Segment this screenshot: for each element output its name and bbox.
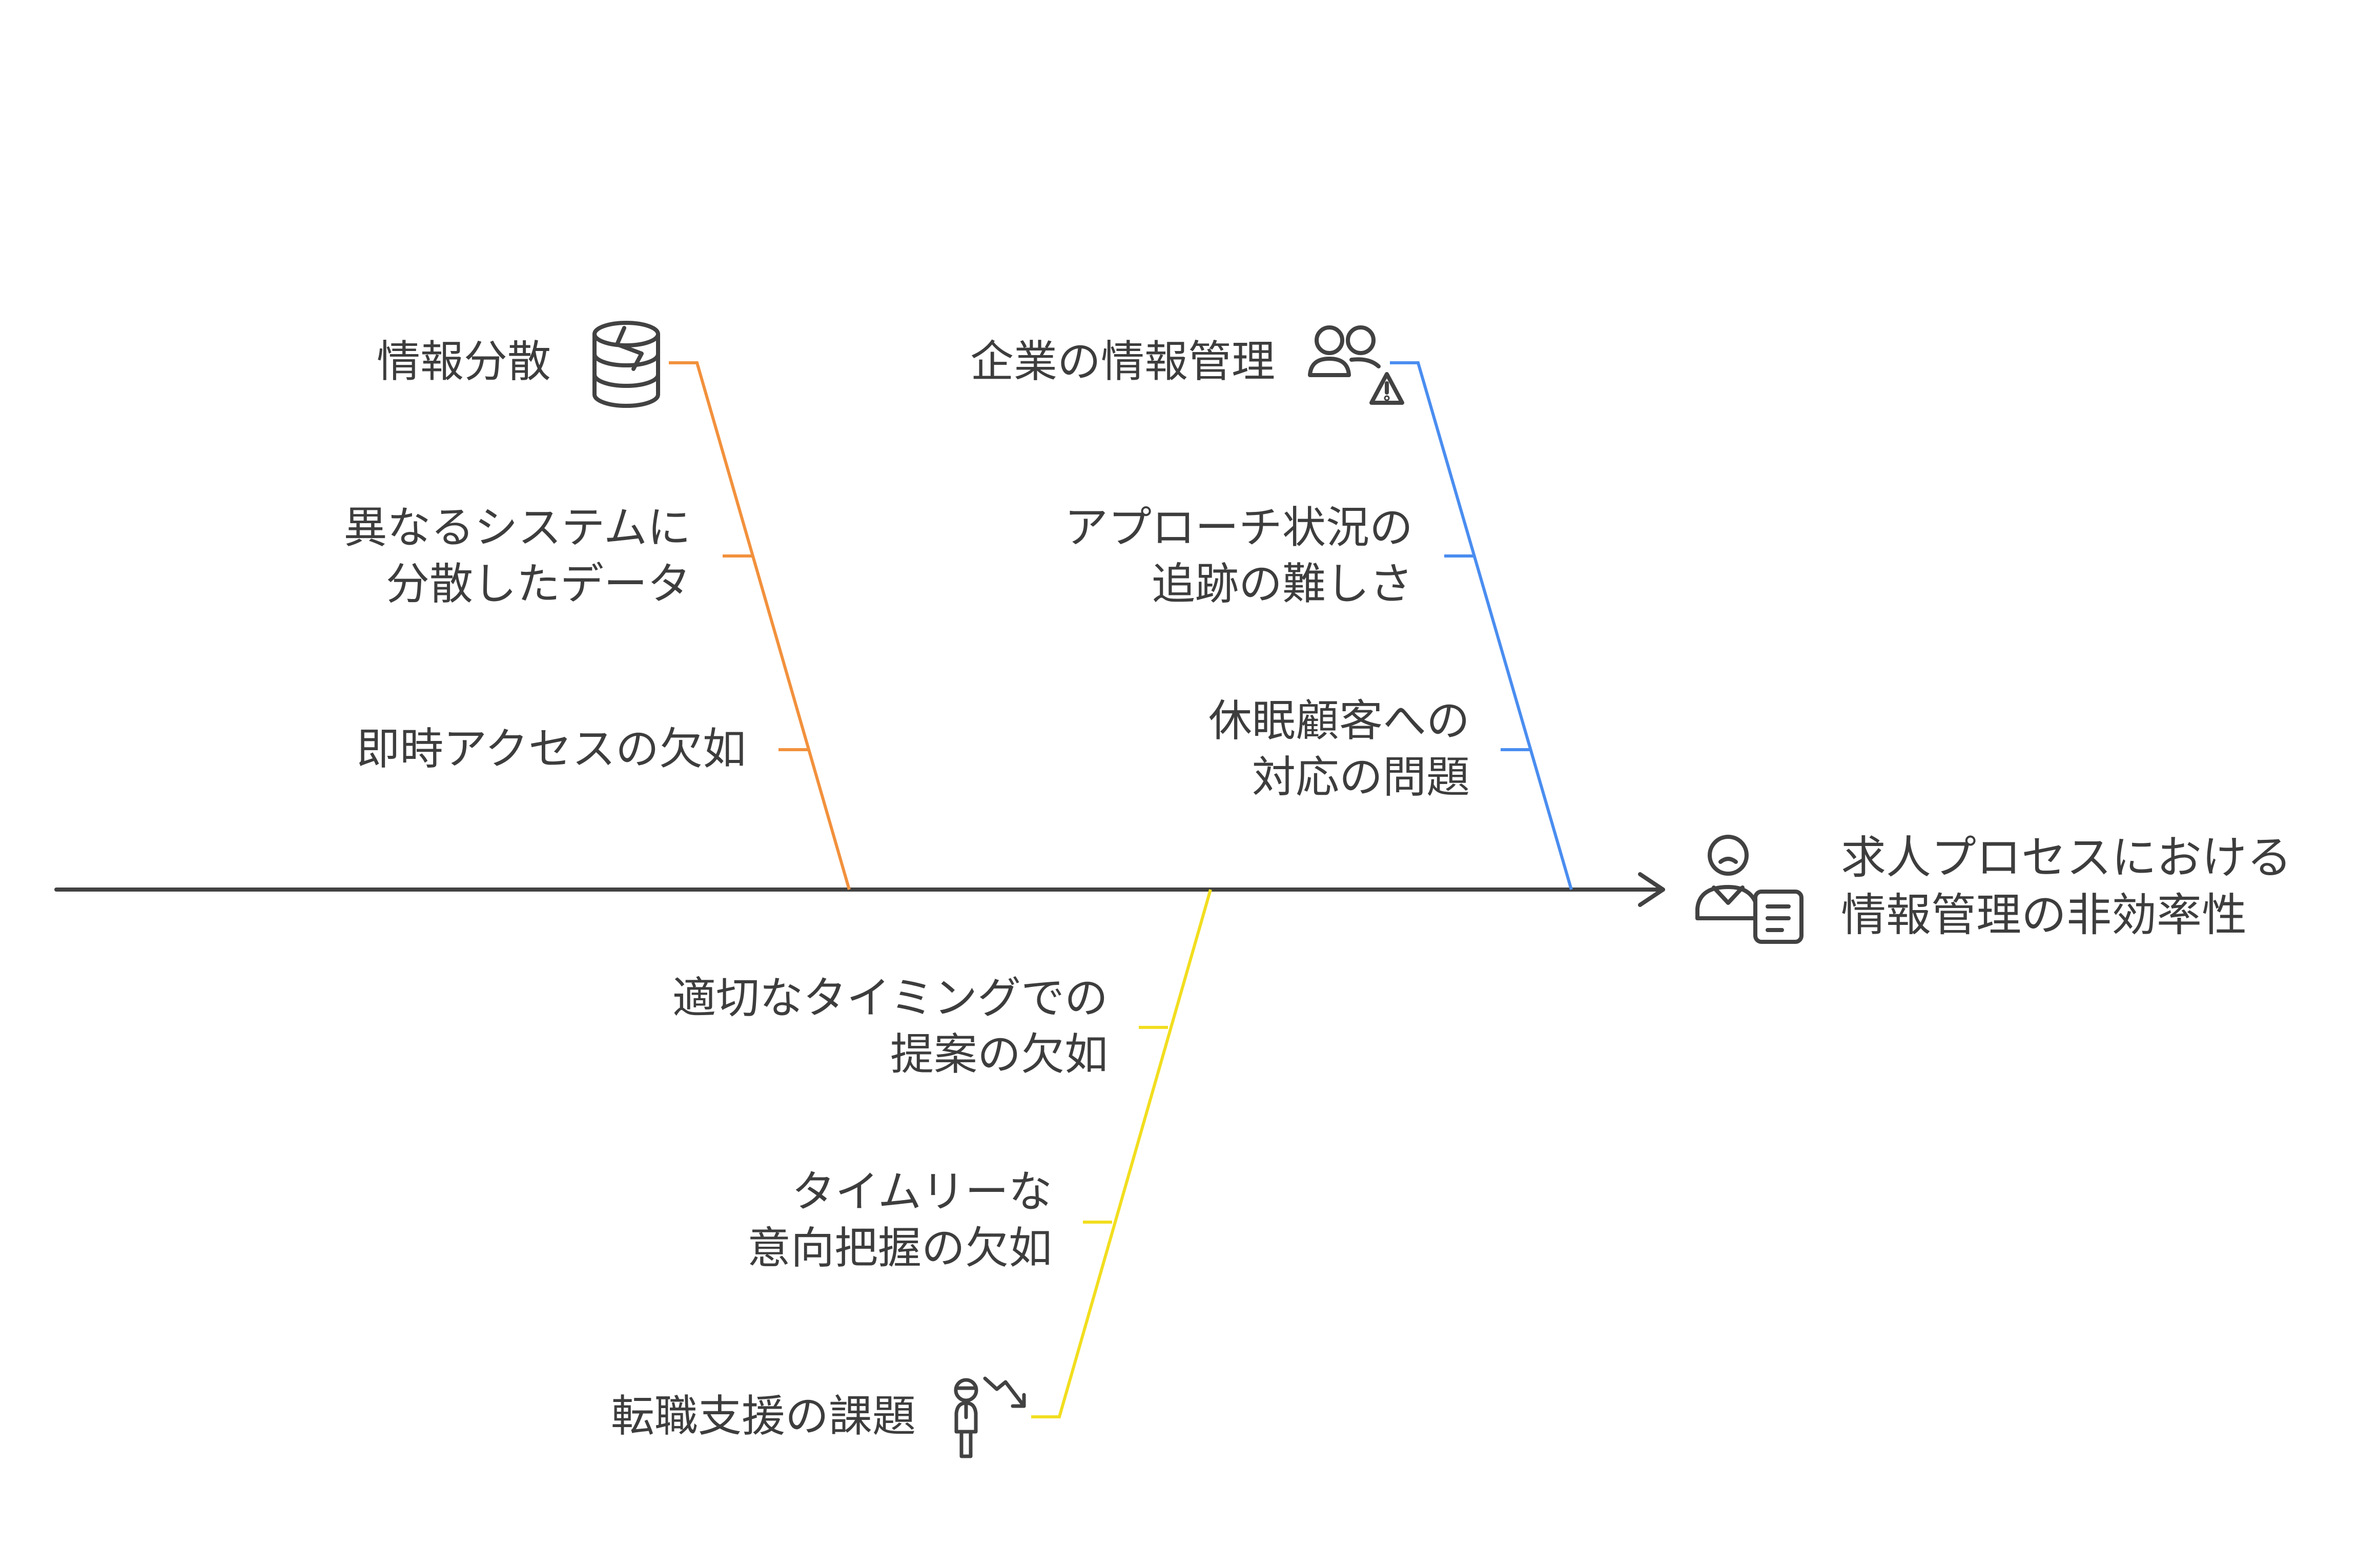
users-warning-icon <box>1308 325 1404 405</box>
problem-line: 情報管理の非効率性 <box>1841 889 2247 941</box>
problem-line: 求人プロセスにおける <box>1841 831 2292 884</box>
category-title-data: 情報分散 <box>376 337 551 387</box>
recruiter-document-icon <box>1695 835 1803 944</box>
cause-line: 対応の問題 <box>1252 752 1470 803</box>
cause-company-2: 休眠顧客への 対応の問題 <box>1208 693 1470 806</box>
cause-line: アプローチ状況の <box>1064 503 1413 553</box>
cause-line: 休眠顧客への <box>1208 696 1470 747</box>
branch-data <box>669 361 851 890</box>
cause-line: タイムリーな <box>791 1167 1052 1218</box>
person-decline-icon <box>954 1376 1026 1458</box>
problem-statement: 求人プロセスにおける 情報管理の非効率性 <box>1841 829 2292 944</box>
cause-support-1: 適切なタイミングでの 提案の欠如 <box>672 971 1108 1083</box>
category-title-company: 企業の情報管理 <box>970 337 1275 387</box>
branch-support <box>1031 889 1212 1418</box>
spine-arrowhead <box>1638 872 1665 907</box>
cause-line: 提案の欠如 <box>890 1029 1108 1080</box>
broken-database-icon <box>592 321 660 408</box>
cause-line: 意向把握の欠如 <box>747 1223 1052 1274</box>
cause-line: 即時アクセスの欠如 <box>356 724 746 775</box>
cause-data-2: 即時アクセスの欠如 <box>356 721 746 778</box>
cause-company-1: アプローチ状況の 追跡の難しさ <box>1064 500 1413 613</box>
cause-line: 分散したデータ <box>385 559 691 610</box>
cause-support-2: タイムリーな 意向把握の欠如 <box>747 1164 1052 1277</box>
cause-data-1: 異なるシステムに 分散したデータ <box>344 500 691 613</box>
cause-line: 適切なタイミングでの <box>672 973 1108 1024</box>
cause-line: 追跡の難しさ <box>1151 559 1413 610</box>
cause-line: 異なるシステムに <box>343 503 691 553</box>
branch-company <box>1390 361 1573 890</box>
category-title-support: 転職支援の課題 <box>610 1391 916 1442</box>
